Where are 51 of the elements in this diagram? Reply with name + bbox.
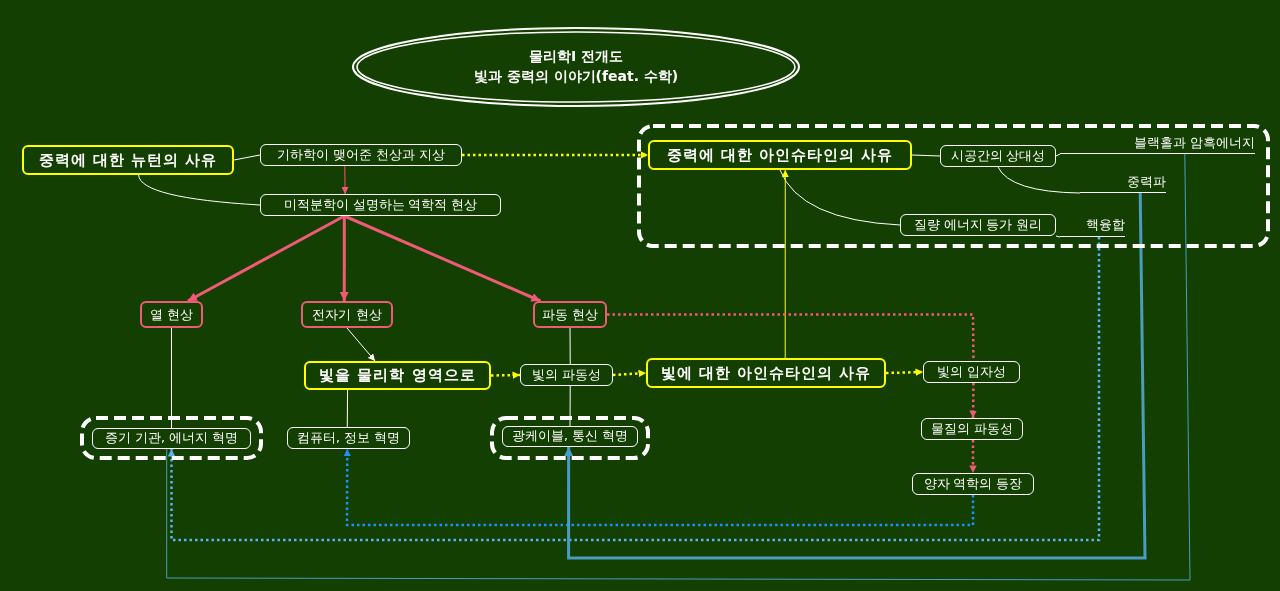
connector-line [1055,235,1061,238]
concept-box: 광케이블, 통신 혁명 [502,426,638,447]
arrow [969,383,977,418]
topic-box: 빛에 대한 아인슈타인의 사유 [646,358,886,388]
connector-line [171,327,172,429]
phenomenon-box: 전자기 현상 [301,301,393,328]
connector-line [607,313,975,361]
arrow [612,369,647,378]
topic-box: 중력에 대한 아인슈타인의 사유 [648,140,912,170]
phenomenon-box: 파동 현상 [533,301,607,328]
connector-line [569,327,571,365]
arrow [885,368,924,376]
connector-line [997,166,1081,194]
arrow [341,165,349,195]
concept-box: 시공간의 상대성 [940,145,1056,167]
connector-line [911,154,941,157]
phenomenon-box: 열 현상 [140,301,203,328]
arrow [187,214,346,303]
concept-box: 질량 에너지 등가 원리 [900,214,1056,236]
concept-box: 물질의 파동성 [921,418,1023,440]
topic-box: 빛을 물리학 영역으로 [304,361,491,390]
underlined-label: 핵융합 [1060,215,1125,237]
connector-line [569,385,571,427]
arrow [462,151,648,159]
title-text: 물리학Ⅰ 전개도 [527,47,625,66]
arrow [167,237,1101,542]
connector-line [779,169,901,226]
concept-box: 양자 역학의 등장 [912,473,1034,495]
underlined-label: 중력파 [1080,172,1166,193]
title-text: 빛과 중력의 이야기(feat. 수학) [472,67,680,86]
concept-box: 미적분학이 설명하는 역학적 현상 [260,194,501,216]
concept-box: 컴퓨터, 정보 혁명 [287,427,410,449]
concept-box: 빛의 입자성 [923,361,1020,383]
connector-line [166,153,1191,581]
topic-box: 중력에 대한 뉴턴의 사유 [22,145,234,175]
concept-box: 빛의 파동성 [520,364,613,386]
arrow [339,216,349,301]
connector-line [1055,153,1061,157]
concept-box: 기하학이 맺어준 천상과 지상 [260,144,462,166]
arrow [564,192,1147,560]
concept-box: 증기 기관, 에너지 혁명 [92,428,251,449]
arrow [343,449,975,527]
connector-line [346,389,349,428]
arrow [781,169,789,359]
arrow [969,440,977,473]
arrow [346,327,376,362]
arrow [343,214,541,303]
connector-line [138,174,261,206]
connector-line [233,154,261,161]
arrow [490,371,521,379]
underlined-label: 블랙홀과 암흑에너지 [1060,133,1255,154]
